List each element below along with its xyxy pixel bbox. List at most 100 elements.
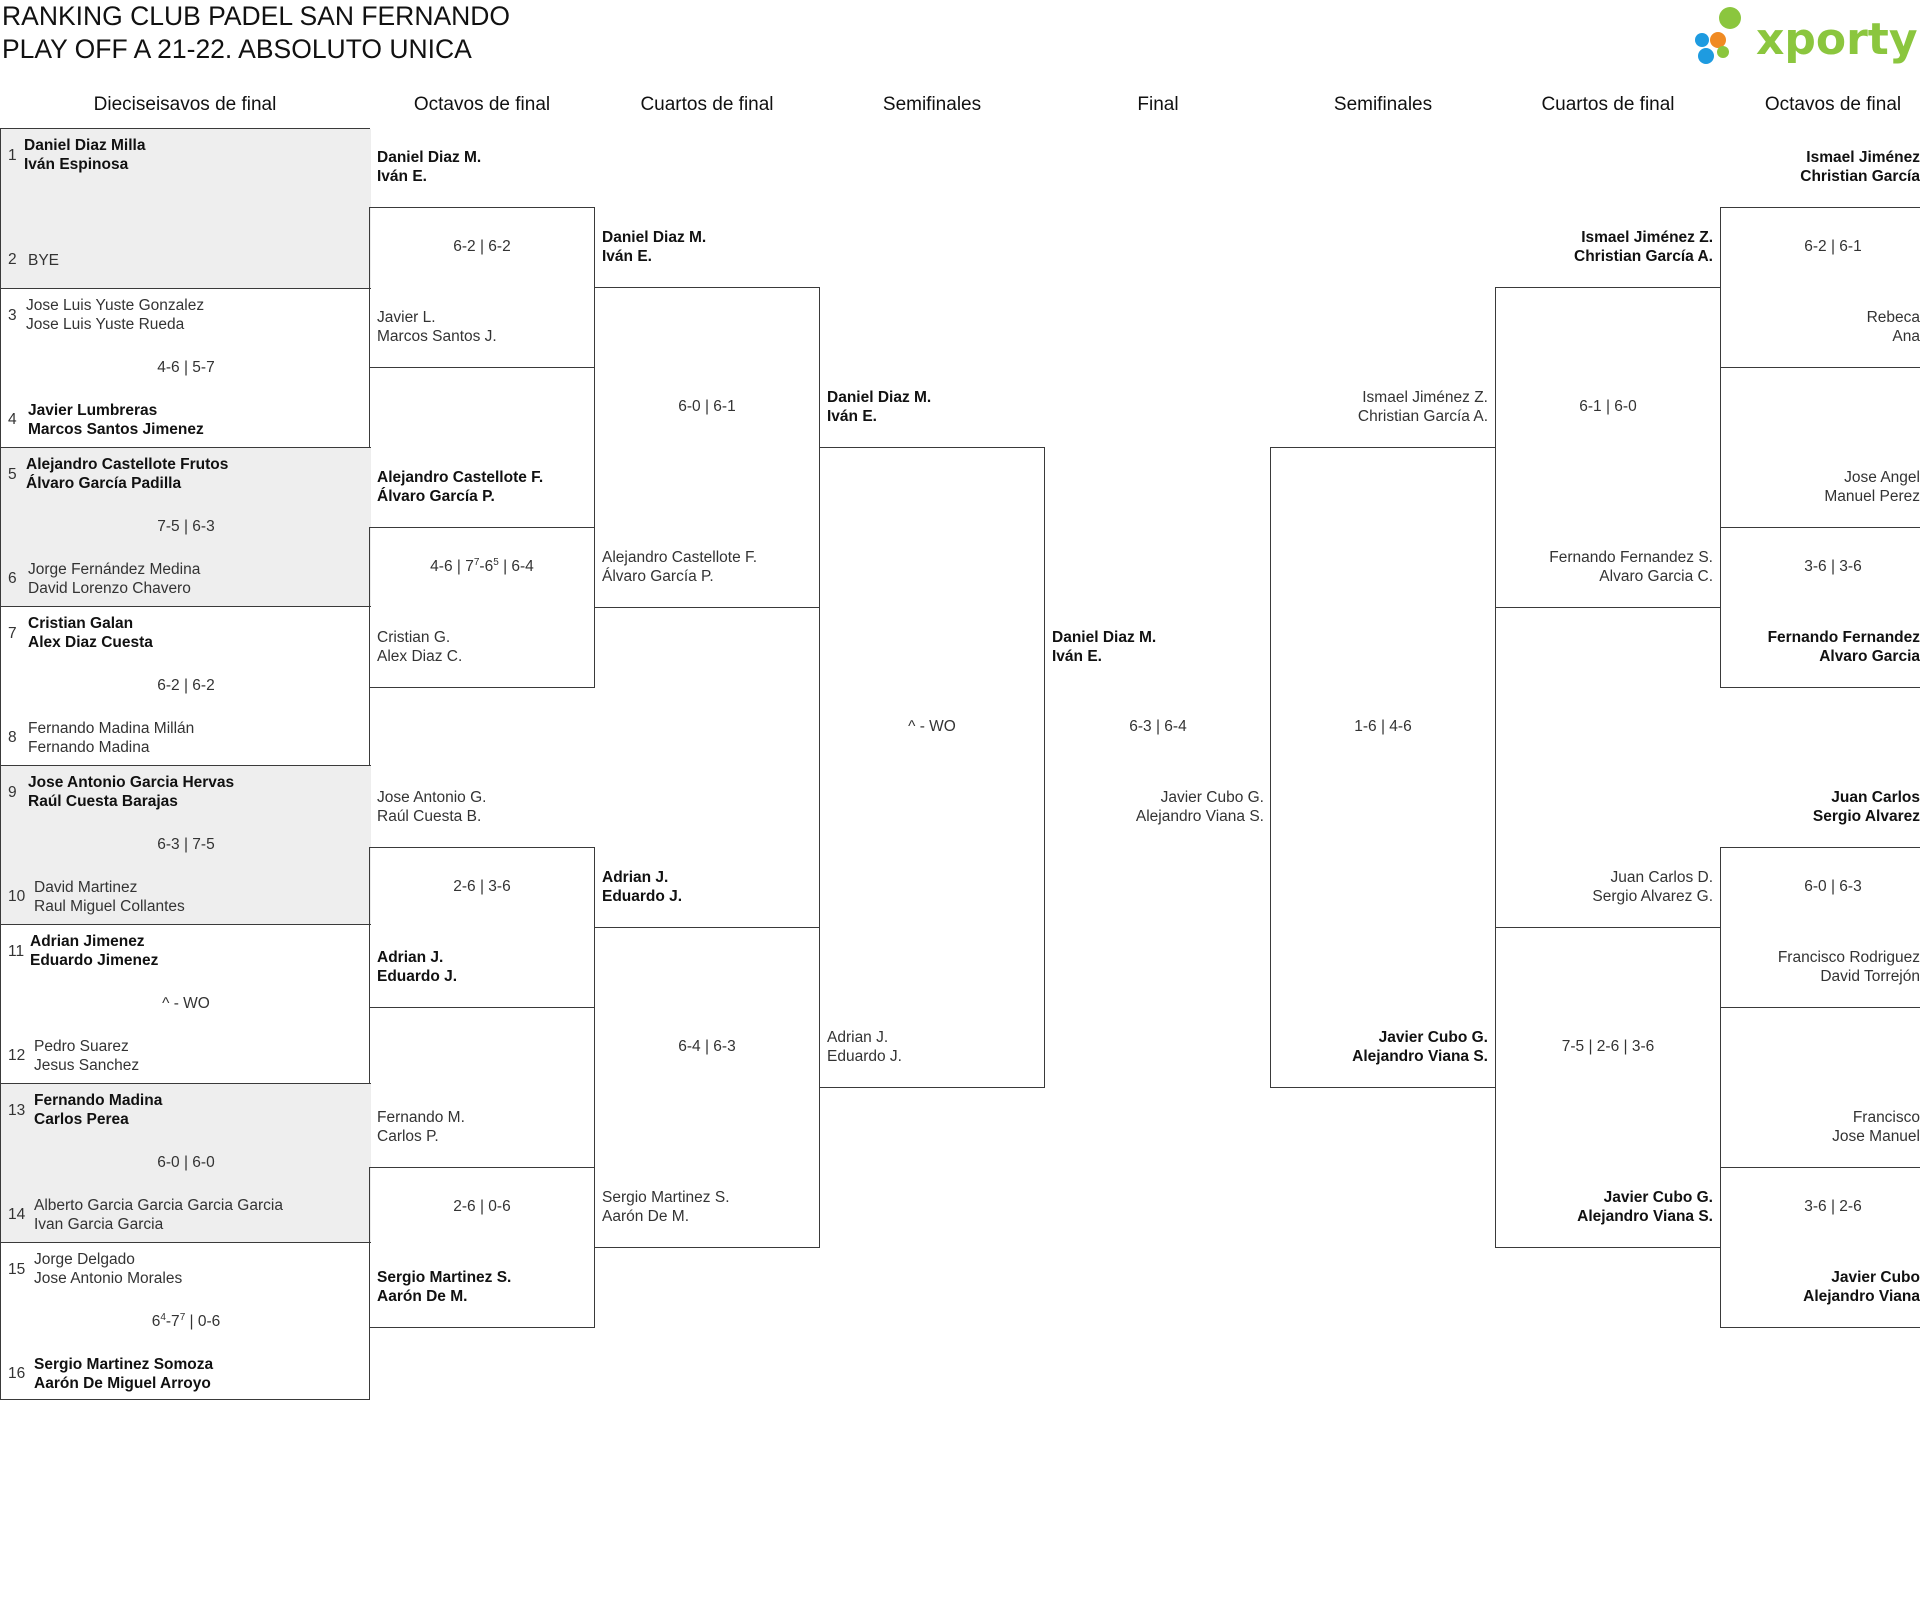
seed-number: 3 bbox=[8, 307, 17, 324]
player-name: Javier Lumbreras bbox=[28, 402, 158, 419]
player-name: Aarón De M. bbox=[602, 1208, 690, 1225]
player-name: Jorge Fernández Medina bbox=[28, 561, 201, 578]
player-name: Juan Carlos bbox=[1831, 789, 1920, 806]
player-name: Fernando Madina bbox=[28, 739, 150, 756]
player-name: Alberto Garcia Garcia Garcia Garcia bbox=[34, 1197, 283, 1214]
match-score: 2-6 | 3-6 bbox=[453, 878, 511, 895]
player-name: Alejandro Castellote F. bbox=[602, 549, 758, 566]
player-name: BYE bbox=[28, 252, 60, 269]
player-name: Adrian Jimenez bbox=[30, 933, 145, 950]
match-score: ^ - WO bbox=[162, 995, 210, 1012]
player-name: David Torrejón bbox=[1820, 968, 1920, 985]
player-name: Ivan Garcia Garcia bbox=[34, 1216, 164, 1233]
player-name: Alex Diaz C. bbox=[377, 648, 463, 665]
player-name: Álvaro García P. bbox=[377, 488, 495, 505]
match-score: 6-1 | 6-0 bbox=[1579, 398, 1637, 415]
player-name: Jose Luis Yuste Rueda bbox=[26, 316, 185, 333]
match-score: 6-0 | 6-0 bbox=[157, 1154, 215, 1171]
score-part: -7 bbox=[165, 1313, 180, 1330]
bracket-connector-qf-right-2 bbox=[1495, 927, 1721, 1248]
match-score: 6-4 | 6-3 bbox=[678, 1038, 736, 1055]
player-name: Alejandro Viana bbox=[1803, 1288, 1920, 1305]
bracket-connector-qf-right-1 bbox=[1495, 287, 1721, 608]
match-r32-6: 11 Adrian Jimenez Eduardo Jimenez ^ - WO… bbox=[1, 924, 371, 1083]
match-r32-5: 9 Jose Antonio Garcia Hervas Raúl Cuesta… bbox=[1, 765, 371, 924]
title-line-1: RANKING CLUB PADEL SAN FERNANDO bbox=[2, 1, 511, 31]
match-r32-2: 3 Jose Luis Yuste Gonzalez Jose Luis Yus… bbox=[1, 288, 371, 447]
player-name: David Martinez bbox=[34, 879, 138, 896]
player-name: Alejandro Castellote Frutos bbox=[26, 456, 229, 473]
player-name: Jose Luis Yuste Gonzalez bbox=[26, 297, 205, 314]
match-score: 6-0 | 6-1 bbox=[678, 398, 736, 415]
round-header-r16: Octavos de final bbox=[413, 94, 551, 115]
player-name: Juan Carlos D. bbox=[1610, 869, 1713, 886]
player-name: Jose Antonio G. bbox=[377, 789, 487, 806]
round-header-r32: Dieciseisavos de final bbox=[93, 94, 277, 115]
player-name: Eduardo J. bbox=[827, 1048, 902, 1065]
player-name: Javier Cubo G. bbox=[1603, 1189, 1713, 1206]
player-name: Sergio Martinez Somoza bbox=[34, 1356, 214, 1373]
match-r32-7: 13 Fernando Madina Carlos Perea 6-0 | 6-… bbox=[1, 1083, 371, 1242]
final-score: 6-3 | 6-4 bbox=[1129, 718, 1187, 735]
tiebreak-score: 4 bbox=[160, 1311, 166, 1323]
player-name: Aarón De Miguel Arroyo bbox=[34, 1375, 211, 1392]
match-score: 4-6 | 5-7 bbox=[157, 359, 215, 376]
match-score: 4-6 | 77-65 | 6-4 bbox=[369, 557, 595, 576]
finalist-name: Javier Cubo G. bbox=[1160, 789, 1264, 806]
match-score: 6-2 | 6-2 bbox=[453, 238, 511, 255]
player-name: Ana bbox=[1892, 328, 1920, 345]
player-name: Adrian J. bbox=[827, 1029, 889, 1046]
player-name: Marcos Santos J. bbox=[377, 328, 497, 345]
player-name: Adrian J. bbox=[377, 949, 444, 966]
player-name: Rebeca bbox=[1866, 309, 1920, 326]
svg-text:xporty: xporty bbox=[1756, 14, 1918, 65]
title-line-2: PLAY OFF A 21-22. ABSOLUTO UNICA bbox=[2, 34, 472, 64]
player-name: Jose Angel bbox=[1844, 469, 1920, 486]
match-score: ^ - WO bbox=[908, 718, 956, 735]
player-name: Iván Espinosa bbox=[24, 156, 129, 173]
seed-number: 4 bbox=[8, 411, 17, 428]
player-name: Iván E. bbox=[602, 248, 652, 265]
player-name: Raúl Cuesta Barajas bbox=[28, 793, 178, 810]
player-name: Jose Antonio Garcia Hervas bbox=[28, 774, 235, 791]
player-name: Javier Cubo G. bbox=[1378, 1029, 1488, 1046]
player-name: Manuel Perez bbox=[1824, 488, 1920, 505]
player-name: Alejandro Viana S. bbox=[1352, 1048, 1488, 1065]
seed-number: 16 bbox=[8, 1365, 26, 1382]
player-name: Eduardo J. bbox=[377, 968, 458, 985]
player-name: Alejandro Castellote F. bbox=[377, 469, 544, 486]
bracket-connector-sf-right bbox=[1270, 447, 1496, 1088]
seed-number: 10 bbox=[8, 888, 26, 905]
seed-number: 2 bbox=[8, 251, 17, 268]
player-name: Iván E. bbox=[377, 168, 427, 185]
player-name: Sergio Alvarez G. bbox=[1592, 888, 1713, 905]
round-header-qf: Cuartos de final bbox=[640, 94, 774, 115]
player-name: David Lorenzo Chavero bbox=[28, 580, 191, 597]
match-score: 6-2 | 6-1 bbox=[1804, 238, 1862, 255]
player-name: Alejandro Viana S. bbox=[1577, 1208, 1713, 1225]
tiebreak-score: 7 bbox=[179, 1311, 186, 1323]
seed-number: 8 bbox=[8, 729, 17, 746]
player-name: Eduardo J. bbox=[602, 888, 683, 905]
player-name: Fernando Fernandez bbox=[1767, 629, 1920, 646]
score-part: 6 bbox=[151, 1313, 161, 1330]
match-score: 6-0 | 6-3 bbox=[1804, 878, 1862, 895]
seed-number: 14 bbox=[8, 1206, 26, 1223]
score-part: 4-6 | 7 bbox=[430, 558, 474, 575]
player-name: Fernando M. bbox=[377, 1109, 465, 1126]
score-part: | 6-4 bbox=[498, 558, 534, 575]
player-name: Fernando Madina bbox=[34, 1092, 163, 1109]
round-header-sf-right: Semifinales bbox=[1333, 94, 1433, 115]
player-name: Jose Manuel bbox=[1832, 1128, 1920, 1145]
match-score: 6-2 | 6-2 bbox=[157, 677, 215, 694]
player-name: Ismael Jiménez Z. bbox=[1362, 389, 1488, 406]
finalist-name: Daniel Diaz M. bbox=[1052, 629, 1157, 646]
bracket-connector-r16-right-1 bbox=[1720, 207, 1920, 368]
round-header-r16-right: Octavos de final bbox=[1764, 94, 1902, 115]
match-score: 64-77 | 0-6 bbox=[73, 1311, 299, 1331]
match-score: 1-6 | 4-6 bbox=[1354, 718, 1412, 735]
match-r32-8: 15 Jorge Delgado Jose Antonio Morales 64… bbox=[1, 1242, 371, 1401]
bracket-connector-sf-left bbox=[819, 447, 1045, 1088]
player-name: Francisco bbox=[1852, 1109, 1920, 1126]
match-score: 3-6 | 3-6 bbox=[1804, 558, 1862, 575]
